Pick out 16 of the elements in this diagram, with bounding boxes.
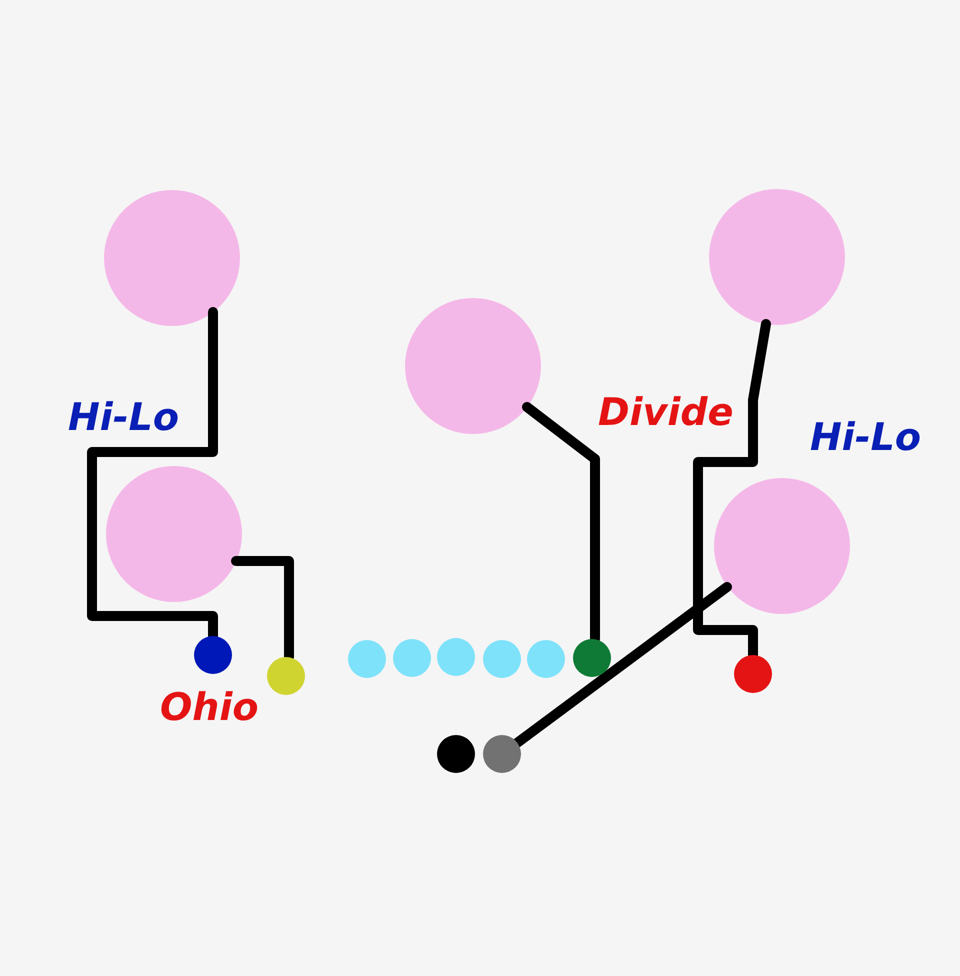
text-label: Hi-Lo — [810, 418, 921, 456]
text-label: Hi-Lo — [68, 398, 179, 436]
small-dot — [437, 735, 475, 773]
small-dot — [267, 657, 305, 695]
connector-line — [512, 582, 732, 748]
small-dot — [194, 636, 232, 674]
small-dot — [393, 639, 431, 677]
small-dot — [527, 640, 565, 678]
small-dot — [437, 638, 475, 676]
text-label: Divide — [598, 393, 734, 431]
small-dot — [348, 640, 386, 678]
text-label: Ohio — [160, 688, 258, 726]
small-dot — [483, 735, 521, 773]
small-dot — [573, 639, 611, 677]
small-dot — [483, 640, 521, 678]
small-dot — [734, 655, 772, 693]
